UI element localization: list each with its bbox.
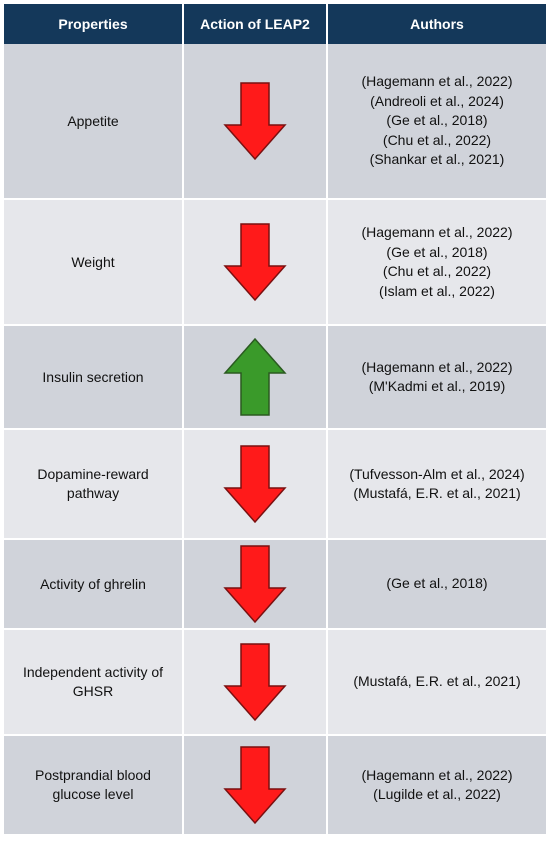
property-cell: Appetite: [4, 44, 184, 200]
author-citation: (Islam et al., 2022): [379, 282, 495, 299]
red-down-arrow-icon: [223, 82, 287, 161]
action-cell: [184, 200, 328, 326]
red-down-arrow-icon: [223, 746, 287, 825]
property-cell: Postprandial blood glucose level: [4, 736, 184, 836]
header-action: Action of LEAP2: [184, 4, 328, 44]
action-cell: [184, 630, 328, 736]
green-up-arrow-icon: [223, 337, 287, 416]
author-citation: (Ge et al., 2018): [386, 112, 488, 129]
authors-cell: (Hagemann et al., 2022) (M'Kadmi et al., …: [328, 326, 546, 430]
property-cell: Weight: [4, 200, 184, 326]
header-authors: Authors: [328, 4, 546, 44]
author-citation: (Shankar et al., 2021): [369, 151, 505, 168]
property-cell: Insulin secretion: [4, 326, 184, 430]
author-citation: (Mustafá, E.R. et al., 2021): [353, 485, 521, 501]
author-citation: (Chu et al., 2022): [382, 131, 492, 148]
authors-cell: (Hagemann et al., 2022) (Ge et al., 2018)…: [328, 200, 546, 326]
red-down-arrow-icon: [223, 643, 287, 722]
authors-cell: (Hagemann et al., 2022) (Andreoli et al.,…: [328, 44, 546, 200]
authors-cell: (Ge et al., 2018): [328, 540, 546, 630]
author-citation: (M'Kadmi et al., 2019): [368, 378, 506, 394]
property-cell: Independent activity of GHSR: [4, 630, 184, 736]
header-properties: Properties: [4, 4, 184, 44]
authors-cell: (Tufvesson-Alm et al., 2024) (Mustafá, E.…: [328, 430, 546, 540]
authors-cell: (Hagemann et al., 2022) (Lugilde et al., …: [328, 736, 546, 836]
red-down-arrow-icon: [223, 545, 287, 624]
property-cell: Activity of ghrelin: [4, 540, 184, 630]
author-citation: (Hagemann et al., 2022): [361, 766, 513, 783]
author-citation: (Mustafá, E.R. et al., 2021): [353, 673, 521, 690]
author-citation: (Lugilde et al., 2022): [373, 786, 501, 802]
action-cell: [184, 540, 328, 630]
action-cell: [184, 326, 328, 430]
action-cell: [184, 430, 328, 540]
authors-cell: (Mustafá, E.R. et al., 2021): [328, 630, 546, 736]
red-down-arrow-icon: [223, 223, 287, 302]
leap2-properties-table: Properties Action of LEAP2 Authors Appet…: [4, 4, 546, 836]
author-citation: (Andreoli et al., 2024): [370, 92, 504, 109]
author-citation: (Tufvesson-Alm et al., 2024): [349, 465, 525, 482]
author-citation: (Hagemann et al., 2022): [361, 224, 513, 240]
author-citation: (Chu et al., 2022): [382, 263, 492, 279]
author-citation: (Ge et al., 2018): [386, 575, 488, 592]
author-citation: (Hagemann et al., 2022): [361, 358, 513, 375]
author-citation: (Ge et al., 2018): [386, 243, 488, 260]
property-cell: Dopamine-reward pathway: [4, 430, 184, 540]
author-citation: (Hagemann et al., 2022): [361, 73, 513, 90]
red-down-arrow-icon: [223, 445, 287, 524]
action-cell: [184, 736, 328, 836]
action-cell: [184, 44, 328, 200]
